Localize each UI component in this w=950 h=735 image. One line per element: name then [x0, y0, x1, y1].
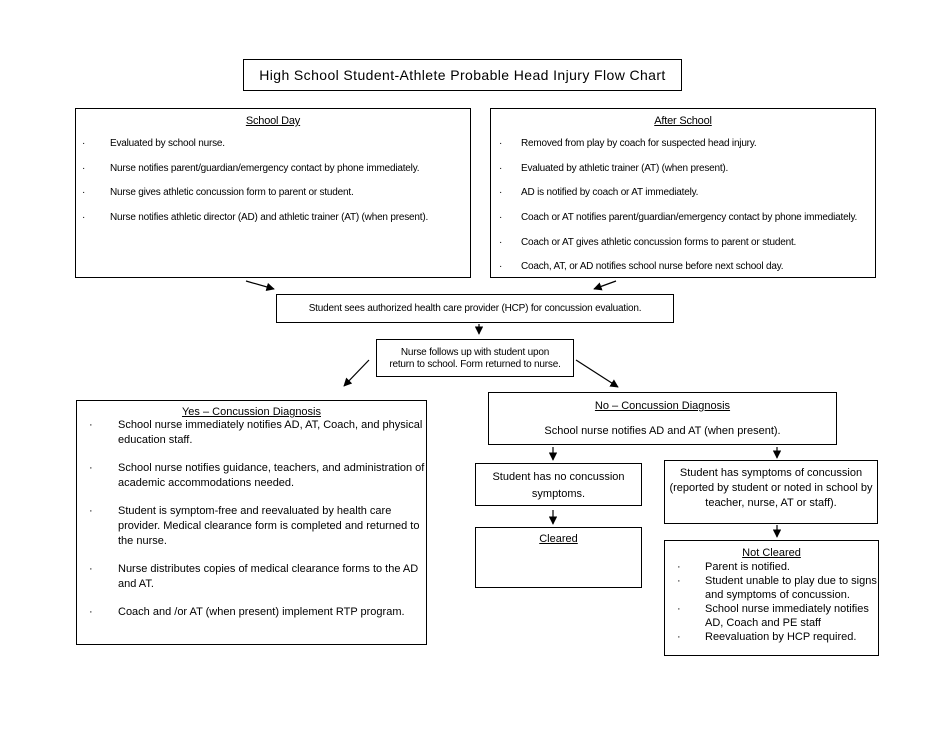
- bullet: ·: [499, 261, 503, 273]
- school-day-box: School Day ·Evaluated by school nurse. ·…: [75, 108, 471, 278]
- bullet: ·: [89, 505, 93, 517]
- list-item: ·Student is symptom-free and reevaluated…: [89, 505, 420, 547]
- list-item: ·Evaluated by athletic trainer (AT) (whe…: [499, 161, 875, 186]
- bullet: ·: [89, 419, 93, 431]
- bullet: ·: [82, 187, 86, 198]
- school-day-heading: School Day: [245, 115, 301, 127]
- list-item: ·Nurse distributes copies of medical cle…: [89, 563, 419, 590]
- list-item: ·Parent is notified.: [677, 561, 790, 573]
- list-item: ·Evaluated by school nurse.: [82, 136, 470, 161]
- bullet: ·: [89, 606, 93, 618]
- bullet: ·: [89, 462, 93, 474]
- no-diagnosis-box: No – Concussion Diagnosis School nurse n…: [488, 392, 837, 445]
- cleared-box: Cleared: [475, 527, 642, 588]
- list-item: ·Removed from play by coach for suspecte…: [499, 136, 875, 161]
- bullet: ·: [677, 561, 681, 573]
- bullet: ·: [89, 563, 93, 575]
- list-item: ·AD is notified by coach or AT immediate…: [499, 185, 875, 210]
- bullet: ·: [499, 162, 503, 174]
- list-item: ·School nurse immediately notifies AD, C…: [677, 603, 869, 629]
- bullet: ·: [82, 138, 86, 149]
- arrow-after-to-hcp: [593, 280, 617, 291]
- after-school-heading: After School: [654, 115, 712, 127]
- not-cleared-box: Not Cleared ·Parent is notified. ·Studen…: [664, 540, 879, 656]
- cleared-heading: Cleared: [539, 533, 578, 545]
- list-item: ·Reevaluation by HCP required.: [677, 631, 857, 643]
- list-item: ·Nurse notifies parent/guardian/emergenc…: [82, 161, 470, 186]
- yes-diagnosis-box: Yes – Concussion Diagnosis ·School nurse…: [76, 400, 427, 645]
- bullet: ·: [499, 236, 503, 248]
- bullet: ·: [82, 162, 86, 174]
- no-symptoms-box: Student has no concussion symptoms.: [475, 463, 642, 506]
- list-item: ·Nurse notifies athletic director (AD) a…: [82, 210, 470, 235]
- list-item: ·Coach, AT, or AD notifies school nurse …: [499, 259, 875, 284]
- nurse-followup-line1: Nurse follows up with student upon: [400, 347, 550, 358]
- hcp-evaluation-box: Student sees authorized health care prov…: [276, 294, 674, 323]
- list-item: ·Coach or AT gives athletic concussion f…: [499, 235, 875, 260]
- bullet: ·: [677, 631, 681, 643]
- list-item: ·Coach and /or AT (when present) impleme…: [89, 606, 405, 618]
- arrow-nurse-to-yes: [343, 359, 370, 387]
- nurse-followup-box: Nurse follows up with student upon retur…: [376, 339, 574, 377]
- list-item: ·School nurse notifies guidance, teacher…: [89, 462, 425, 489]
- bullet: ·: [82, 211, 86, 223]
- list-item: ·Coach or AT notifies parent/guardian/em…: [499, 210, 875, 235]
- arrow-school-to-hcp: [245, 280, 275, 291]
- yes-diagnosis-heading: Yes – Concussion Diagnosis: [181, 406, 321, 418]
- list-item: ·Student unable to play due to signs and…: [677, 575, 877, 601]
- no-diagnosis-text: School nurse notifies AD and AT (when pr…: [544, 425, 781, 437]
- after-school-box: After School ·Removed from play by coach…: [490, 108, 876, 278]
- no-diagnosis-heading: No – Concussion Diagnosis: [594, 400, 731, 412]
- chart-title: High School Student-Athlete Probable Hea…: [243, 59, 682, 91]
- bullet: ·: [499, 212, 503, 224]
- bullet: ·: [677, 603, 681, 615]
- list-item: ·School nurse immediately notifies AD, A…: [89, 419, 423, 446]
- has-symptoms-box: Student has symptoms of concussion (repo…: [664, 460, 878, 524]
- arrow-nurse-to-no: [575, 359, 619, 388]
- not-cleared-heading: Not Cleared: [742, 547, 801, 559]
- nurse-followup-line2: return to school. Form returned to nurse…: [389, 359, 561, 370]
- bullet: ·: [499, 187, 503, 199]
- bullet: ·: [677, 575, 681, 587]
- list-item: ·Nurse gives athletic concussion form to…: [82, 185, 470, 210]
- bullet: ·: [499, 138, 503, 149]
